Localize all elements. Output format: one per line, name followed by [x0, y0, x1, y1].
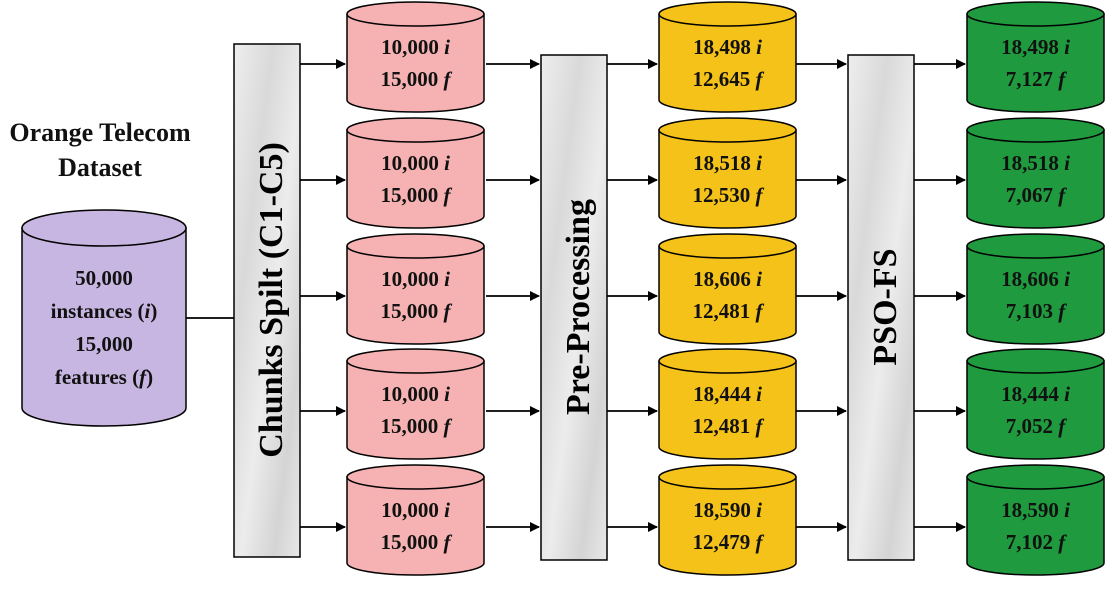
- selected-cylinder-1: 18,498 i 7,127 f: [966, 1, 1105, 113]
- selected-features-1: 7,127 f: [1006, 67, 1068, 91]
- selected-cylinder-2: 18,518 i 7,067 f: [966, 117, 1105, 229]
- preprocessed-cylinder-2: 18,518 i 12,530 f: [658, 117, 797, 229]
- preprocessed-features-3: 12,481 f: [693, 299, 765, 323]
- selected-instances-3: 18,606 i: [1001, 267, 1070, 291]
- selected-instances-4: 18,444 i: [1001, 382, 1070, 406]
- source-instances-count: 50,000: [75, 266, 133, 290]
- chunk-features-3: 15,000 f: [381, 299, 453, 323]
- preprocessed-features-4: 12,481 f: [693, 414, 765, 438]
- chunk-instances-3: 10,000 i: [381, 267, 450, 291]
- preprocess-stage-label: Pre-Processing: [560, 199, 597, 415]
- preprocessed-instances-4: 18,444 i: [693, 382, 762, 406]
- chunk-cylinder-5: 10,000 i 15,000 f: [346, 464, 485, 576]
- selected-instances-5: 18,590 i: [1001, 498, 1070, 522]
- chunk-features-1: 15,000 f: [381, 67, 453, 91]
- selected-cylinder-4: 18,444 i 7,052 f: [966, 348, 1105, 460]
- chunk-instances-1: 10,000 i: [381, 35, 450, 59]
- preprocessed-instances-3: 18,606 i: [693, 267, 762, 291]
- preprocessed-instances-1: 18,498 i: [693, 35, 762, 59]
- preprocessed-instances-2: 18,518 i: [693, 151, 762, 175]
- selected-instances-1: 18,498 i: [1001, 35, 1070, 59]
- selected-cylinder-3: 18,606 i 7,103 f: [966, 233, 1105, 345]
- selected-features-4: 7,052 f: [1006, 414, 1068, 438]
- pso-stage-box: PSO-FS: [847, 54, 915, 561]
- split-stage-label: Chunks Spilt (C1-C5): [253, 142, 290, 458]
- chunk-cylinder-4: 10,000 i 15,000 f: [346, 348, 485, 460]
- chunk-instances-5: 10,000 i: [381, 498, 450, 522]
- split-stage-box: Chunks Spilt (C1-C5): [233, 43, 301, 558]
- source-features-label: features (f): [55, 365, 153, 389]
- preprocessed-features-2: 12,530 f: [693, 183, 765, 207]
- selected-features-2: 7,067 f: [1006, 183, 1068, 207]
- chunk-cylinder-2: 10,000 i 15,000 f: [346, 117, 485, 229]
- pso-stage-label: PSO-FS: [867, 248, 904, 365]
- chunk-features-5: 15,000 f: [381, 530, 453, 554]
- preprocessed-features-1: 12,645 f: [693, 67, 765, 91]
- preprocessed-cylinder-1: 18,498 i 12,645 f: [658, 1, 797, 113]
- preprocessed-cylinder-5: 18,590 i 12,479 f: [658, 464, 797, 576]
- selected-instances-2: 18,518 i: [1001, 151, 1070, 175]
- source-features-count: 15,000: [75, 332, 133, 356]
- source-dataset-cylinder: 50,000 instances (i) 15,000 features (f): [21, 209, 187, 427]
- preprocess-stage-box: Pre-Processing: [540, 54, 608, 561]
- preprocessed-cylinder-4: 18,444 i 12,481 f: [658, 348, 797, 460]
- data-rows: 10,000 i15,000 f18,498 i12,645 f18,498 i…: [300, 1, 1105, 576]
- selected-cylinder-5: 18,590 i 7,102 f: [966, 464, 1105, 576]
- preprocessed-instances-5: 18,590 i: [693, 498, 762, 522]
- chunk-instances-4: 10,000 i: [381, 382, 450, 406]
- selected-features-5: 7,102 f: [1006, 530, 1068, 554]
- preprocessed-cylinder-3: 18,606 i 12,481 f: [658, 233, 797, 345]
- chunk-features-2: 15,000 f: [381, 183, 453, 207]
- chunk-features-4: 15,000 f: [381, 414, 453, 438]
- chunk-instances-2: 10,000 i: [381, 151, 450, 175]
- chunk-cylinder-1: 10,000 i 15,000 f: [346, 1, 485, 113]
- source-instances-label: instances (i): [51, 299, 158, 323]
- selected-features-3: 7,103 f: [1006, 299, 1068, 323]
- dataset-title-line1: Orange Telecom: [9, 118, 191, 147]
- chunk-cylinder-3: 10,000 i 15,000 f: [346, 233, 485, 345]
- preprocessed-features-5: 12,479 f: [693, 530, 765, 554]
- dataset-title-line2: Dataset: [58, 153, 142, 182]
